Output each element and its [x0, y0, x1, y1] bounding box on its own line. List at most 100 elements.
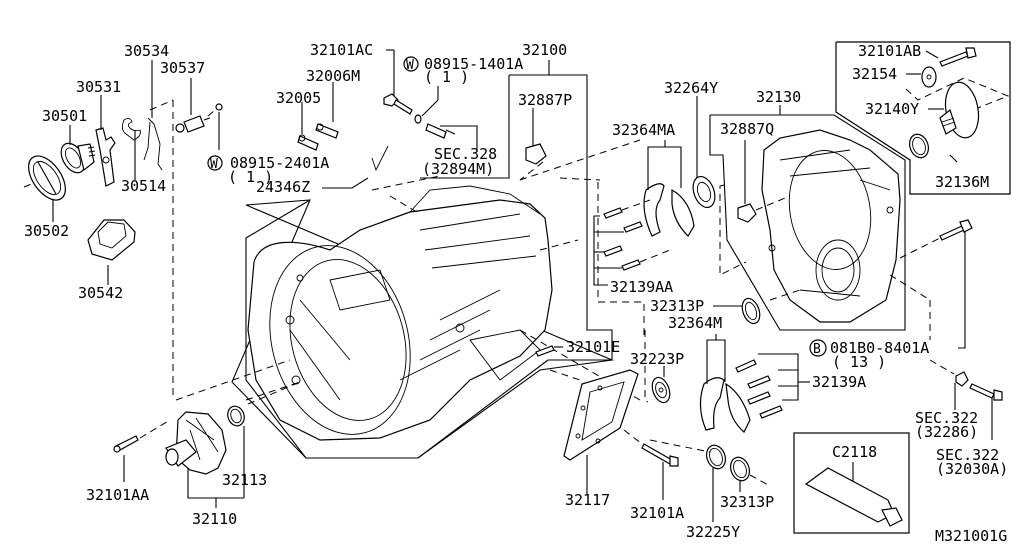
part-30534-icon: [143, 117, 163, 171]
part-32264Y-icon: [692, 175, 716, 209]
label-32139A: 32139A: [812, 373, 866, 391]
part-30514-icon: [121, 117, 141, 141]
part-32225Y-icon: [705, 444, 727, 470]
sealant-tube-icon: [804, 467, 903, 527]
label-08915-2401A: 08915-2401A: [230, 154, 329, 172]
label-32101AA: 32101AA: [86, 486, 149, 504]
label-32313P-top: 32313P: [650, 297, 704, 315]
label-32100: 32100: [522, 41, 567, 59]
label-sec322-b: SEC.322: [936, 446, 999, 464]
part-32887P-icon: [525, 143, 547, 165]
label-32110: 32110: [192, 510, 237, 528]
label-sec322-b-ref: (32030A): [936, 460, 1008, 478]
label-sec328: SEC.328: [434, 145, 497, 163]
nut-icon: [955, 371, 969, 387]
flange-inset: 32101AB 32154 32140Y 32136M: [835, 41, 1011, 195]
label-30501: 30501: [42, 107, 87, 125]
part-32154-icon: [921, 66, 937, 88]
part-32130-icon: [761, 129, 901, 323]
speed-sensor-icon: [425, 123, 447, 139]
part-32101E-icon: [535, 345, 555, 357]
part-32136M-icon: [908, 133, 930, 159]
part-32101AB-icon: [939, 51, 969, 67]
label-32113: 32113: [222, 471, 267, 489]
part-30531-icon: [95, 127, 116, 187]
label-32313P-bottom: 32313P: [720, 493, 774, 511]
label-32130: 32130: [756, 88, 801, 106]
part-32223P-icon: [651, 376, 671, 404]
label-081B0-8401A-qty: ( 13 ): [832, 353, 886, 371]
part-30501-icon: [60, 142, 96, 174]
label-081B0-8401A: 081B0-8401A: [830, 339, 929, 357]
top-middle-group: 32005 32006M 32101AC W 08915-1401A ( 1 )…: [256, 41, 613, 361]
washer-marker-letter: W: [406, 58, 414, 73]
label-32264Y: 32264Y: [664, 79, 718, 97]
washer-marker-letter: W: [210, 157, 218, 172]
label-30542: 30542: [78, 284, 123, 302]
part-30542-icon: [87, 219, 136, 261]
rear-case-group: 32264Y 32364MA 32139AA 32313P: [559, 79, 1008, 478]
label-32364M: 32364M: [668, 314, 722, 332]
label-32101AB: 32101AB: [858, 42, 921, 60]
part-32117-icon: [563, 369, 639, 461]
label-32887P: 32887P: [518, 91, 572, 109]
label-30502: 30502: [24, 222, 69, 240]
label-sec322-a: SEC.322: [915, 409, 978, 427]
bolt-081B0-8401A-icon: [939, 225, 965, 241]
bolt-marker-letter: B: [813, 342, 821, 357]
part-30502-icon: [28, 155, 66, 201]
transmission-case-32100: [175, 139, 641, 459]
part-32140Y-icon: [939, 81, 980, 139]
label-32005: 32005: [276, 89, 321, 107]
washer-icon: [215, 103, 223, 111]
label-24346Z: 24346Z: [256, 178, 310, 196]
part-32101AC-icon: [383, 93, 413, 115]
label-32364MA: 32364MA: [612, 121, 675, 139]
label-08915-2401A-qty: ( 1 ): [228, 168, 273, 186]
label-sec328-ref: (32894M): [422, 160, 494, 178]
label-32136M: 32136M: [935, 173, 989, 191]
washer-marker-icon: [207, 155, 223, 171]
bolt-32139AA-icons: [603, 207, 643, 271]
label-32101E: 32101E: [566, 338, 620, 356]
label-32887Q: 32887Q: [720, 120, 774, 138]
label-32006M: 32006M: [306, 67, 360, 85]
part-32113-icon: [227, 405, 245, 427]
stud-icon: [969, 383, 995, 399]
clutch-release-group: 30534 30537 30531 30501 30514 30502 3054…: [23, 42, 329, 400]
part-32364MA-icon: [643, 183, 695, 237]
front-cover-group: 32101AA 32113 32110: [86, 381, 301, 528]
part-32110-icon: [165, 411, 227, 475]
part-30537-icon: [175, 115, 211, 133]
sealant-inset: C2118: [793, 432, 910, 534]
label-32139AA: 32139AA: [610, 278, 673, 296]
label-c2118: C2118: [832, 443, 877, 461]
bolt-marker-icon: [809, 339, 827, 357]
label-sec322-a-ref: (32286): [915, 423, 978, 441]
label-32225Y: 32225Y: [686, 523, 740, 541]
washer-marker-icon: [403, 56, 419, 72]
part-32005-icon: [297, 134, 319, 151]
part-32313P-bottom-icon: [729, 456, 751, 482]
part-32313P-top-icon: [741, 297, 761, 325]
label-08915-1401A: 08915-1401A: [424, 55, 523, 73]
label-30537: 30537: [160, 59, 205, 77]
label-32101AC: 32101AC: [310, 41, 373, 59]
diagram-id: M321001G: [935, 527, 1007, 545]
bolt-32139A-icons: [735, 359, 783, 419]
part-32006M-icon: [315, 123, 339, 139]
label-30534: 30534: [124, 42, 169, 60]
label-30531: 30531: [76, 78, 121, 96]
washer-icon: [414, 114, 422, 124]
label-32140Y: 32140Y: [865, 100, 919, 118]
label-32223P: 32223P: [630, 350, 684, 368]
part-32101E-group: 32101E: [535, 338, 620, 357]
label-32154: 32154: [852, 65, 897, 83]
label-30514: 30514: [121, 177, 166, 195]
label-32117: 32117: [565, 491, 610, 509]
part-24346Z-icon: [371, 145, 389, 172]
label-08915-1401A-qty: ( 1 ): [424, 68, 469, 86]
label-32101A: 32101A: [630, 504, 684, 522]
part-32364M-icon: [699, 377, 751, 433]
